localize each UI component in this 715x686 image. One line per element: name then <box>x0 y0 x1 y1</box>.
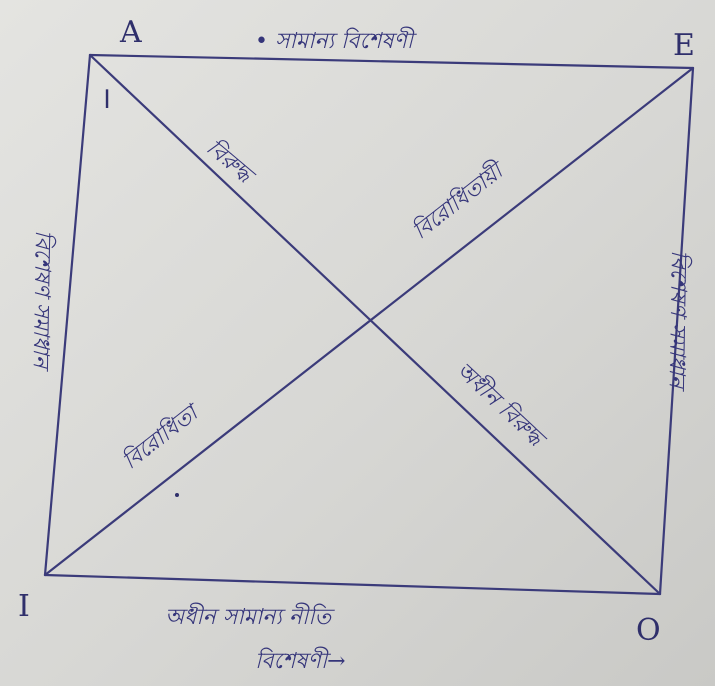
edge-left <box>43 53 92 577</box>
edge-right <box>658 66 695 596</box>
diagonal-e-to-i <box>43 66 695 577</box>
label-top-edge: • সামান্য বিশেষণী <box>255 26 418 54</box>
corner-label-e: E <box>673 28 695 63</box>
label-bottom-edge-line2: বিশেষণী→ <box>255 646 346 674</box>
mark-near-a: । <box>100 81 111 116</box>
label-left-edge: বিশেষণ সমাধান <box>28 230 57 372</box>
diagonal-a-to-o <box>88 53 662 596</box>
label-right-edge: বিশেষণ সমাধান <box>664 250 693 392</box>
edge-bottom <box>43 573 662 596</box>
corner-label-i: I <box>18 589 30 624</box>
corner-label-o: O <box>636 613 661 648</box>
ink-dot <box>175 493 179 497</box>
edge-top <box>88 53 695 70</box>
corner-label-a: A <box>119 15 142 50</box>
label-bottom-edge-line1: অধীন সামান্য নীতি <box>165 602 336 630</box>
